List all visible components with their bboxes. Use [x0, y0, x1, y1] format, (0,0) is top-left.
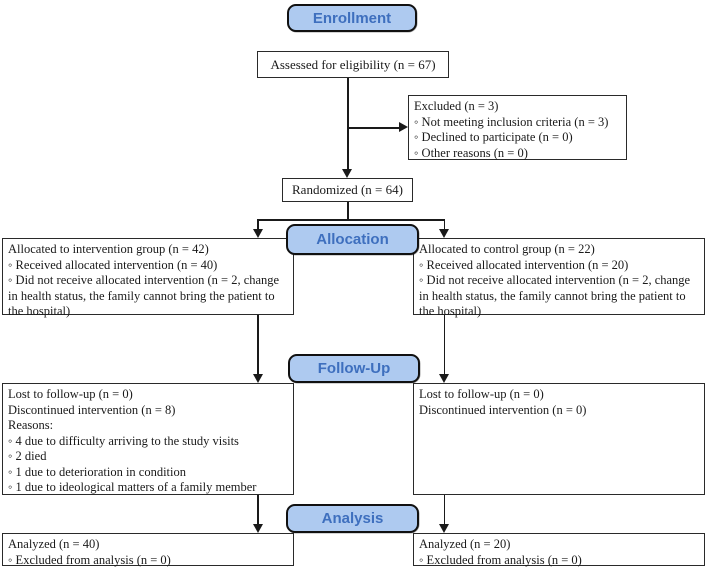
connector-branch-to-excluded [348, 127, 400, 129]
arrowhead-into-followup-intervention [253, 374, 263, 383]
arrowhead-into-excluded [399, 122, 408, 132]
connector-assessed-to-randomized [347, 78, 349, 170]
connector-followup-to-analysis-right [443, 495, 445, 525]
connector-followup-to-analysis-left [257, 495, 259, 525]
randomized-box: Randomized (n = 64) [282, 178, 413, 202]
allocation-intervention-line: ◦ Did not receive allocated intervention… [8, 273, 280, 318]
followup-intervention-line: Reasons: [8, 418, 54, 432]
arrowhead-into-allocation-control [439, 229, 449, 238]
analysis-stage-label: Analysis [286, 504, 419, 533]
connector-randomized-down [347, 202, 349, 220]
excluded-line: ◦ Other reasons (n = 0) [414, 145, 528, 160]
arrowhead-into-analysis-intervention [253, 524, 263, 533]
allocation-control-line: Allocated to control group (n = 22) [419, 242, 595, 256]
followup-intervention-line: Discontinued intervention (n = 8) [8, 402, 176, 417]
analysis-control-line: Analyzed (n = 20) [419, 537, 511, 551]
followup-stage-label: Follow-Up [288, 354, 420, 383]
followup-intervention-line: ◦ 4 due to difficulty arriving to the st… [8, 433, 239, 448]
enrollment-stage-label: Enrollment [287, 4, 417, 32]
followup-control-box: Lost to follow-up (n = 0) Discontinued i… [413, 383, 705, 495]
allocation-intervention-line: ◦ Received allocated intervention (n = 4… [8, 257, 218, 272]
excluded-line: ◦ Declined to participate (n = 0) [414, 130, 573, 144]
excluded-box: Excluded (n = 3) ◦ Not meeting inclusion… [408, 95, 627, 160]
allocation-control-line: ◦ Did not receive allocated intervention… [419, 273, 691, 318]
followup-intervention-box: Lost to follow-up (n = 0) Discontinued i… [2, 383, 294, 495]
analysis-control-line: ◦ Excluded from analysis (n = 0) [419, 552, 582, 567]
followup-control-line: Discontinued intervention (n = 0) [419, 402, 587, 417]
followup-intervention-line: Lost to follow-up (n = 0) [8, 387, 133, 401]
followup-control-line: Lost to follow-up (n = 0) [419, 387, 544, 401]
arrowhead-into-analysis-control [439, 524, 449, 533]
followup-intervention-line: ◦ 1 due to ideological matters of a fami… [8, 480, 257, 494]
connector-split-left-down [257, 220, 259, 230]
analysis-intervention-line: ◦ Excluded from analysis (n = 0) [8, 552, 171, 567]
assessed-for-eligibility-box: Assessed for eligibility (n = 67) [257, 51, 449, 78]
followup-intervention-line: ◦ 2 died [8, 449, 47, 463]
allocation-control-line: ◦ Received allocated intervention (n = 2… [419, 257, 629, 272]
analysis-intervention-line: Analyzed (n = 40) [8, 537, 100, 551]
allocation-control-box: Allocated to control group (n = 22) ◦ Re… [413, 238, 705, 318]
arrowhead-into-followup-control [439, 374, 449, 383]
connector-split-right-down [443, 220, 445, 230]
connector-split-horizontal [257, 219, 445, 221]
allocation-intervention-box: Allocated to intervention group (n = 42)… [2, 238, 294, 318]
arrowhead-into-allocation-intervention [253, 229, 263, 238]
connector-alloc-to-followup-right [443, 315, 445, 375]
followup-intervention-line: ◦ 1 due to deterioration in condition [8, 464, 187, 479]
excluded-line: ◦ Not meeting inclusion criteria (n = 3) [414, 114, 609, 129]
analysis-intervention-box: Analyzed (n = 40) ◦ Excluded from analys… [2, 533, 294, 567]
excluded-line: Excluded (n = 3) [414, 99, 499, 113]
connector-alloc-to-followup-left [257, 315, 259, 375]
arrowhead-into-randomized [342, 169, 352, 178]
allocation-intervention-line: Allocated to intervention group (n = 42) [8, 242, 209, 256]
allocation-stage-label: Allocation [286, 224, 419, 255]
analysis-control-box: Analyzed (n = 20) ◦ Excluded from analys… [413, 533, 705, 567]
